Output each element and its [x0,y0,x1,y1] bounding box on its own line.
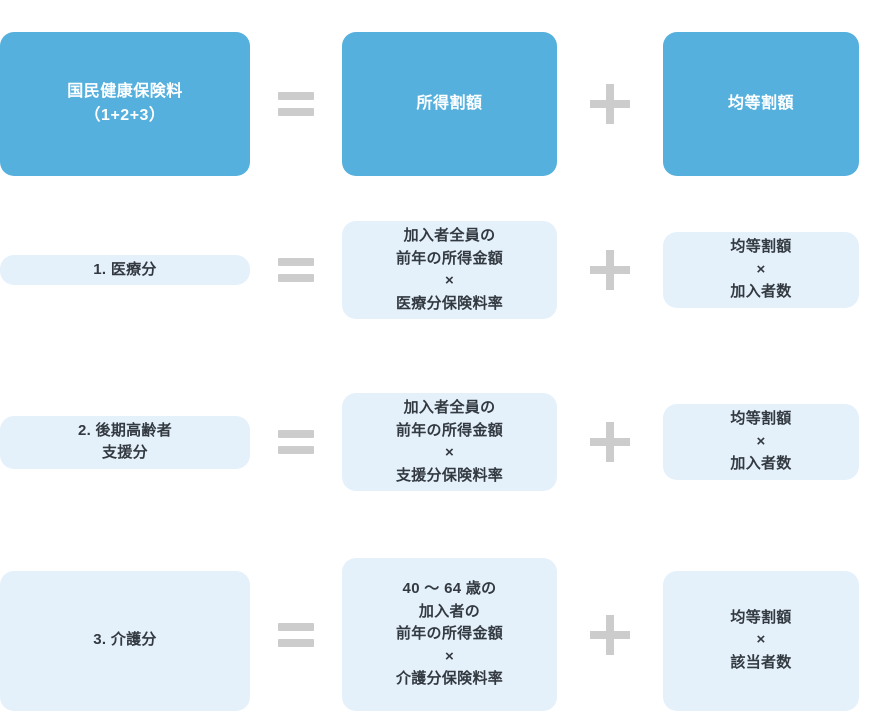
subject-label-elderly: 2. 後期高齢者 支援分 [77,421,173,462]
formula-term2-cell-elderly: 均等割額 × 加入者数 [663,404,859,480]
subject-label-medical: 1. 医療分 [93,260,157,278]
formula-term1-cell-medical: 加入者全員の 前年の所得金額 × 医療分保険料率 [342,221,557,319]
plus-icon [590,422,630,462]
term1-box-care: 40 ～ 64 歳の 加入者の 前年の所得金額 × 介護分保険料率 [342,558,557,711]
equals-operator-care [250,622,342,647]
clipped-page-heading [0,0,869,1]
formula-term1-cell-care: 40 ～ 64 歳の 加入者の 前年の所得金額 × 介護分保険料率 [342,558,557,711]
subject-label-care: 3. 介護分 [93,631,157,649]
plus-operator-total [557,84,663,124]
formula-row-medical: 1. 医療分 加入者全員の 前年の所得金額 × 医療分保険料率 均等割額 × 加… [0,200,869,340]
subject-box-care: 3. 介護分 [0,570,250,711]
equals-icon [278,92,314,116]
formula-subject-cell-elderly: 2. 後期高齢者 支援分 [0,415,250,469]
plus-icon [590,614,630,655]
equals-operator-total [250,92,342,116]
formula-row-total: 国民健康保険料 （1+2+3） 所得割額 均等割額 [0,32,869,176]
term1-box-medical: 加入者全員の 前年の所得金額 × 医療分保険料率 [342,221,557,319]
term1-label-medical: 加入者全員の 前年の所得金額 × 医療分保険料率 [395,227,504,312]
term2-box-elderly: 均等割額 × 加入者数 [663,404,859,480]
subject-box-elderly: 2. 後期高齢者 支援分 [0,415,250,469]
term2-label-elderly: 均等割額 × 加入者数 [730,410,792,473]
equals-operator-medical [250,258,342,282]
equals-operator-elderly [250,430,342,454]
formula-subject-cell-total: 国民健康保険料 （1+2+3） [0,32,250,176]
term2-label-medical: 均等割額 × 加入者数 [730,238,792,301]
term1-box-elderly: 加入者全員の 前年の所得金額 × 支援分保険料率 [342,393,557,491]
plus-icon [590,84,630,124]
formula-subject-cell-medical: 1. 医療分 [0,254,250,286]
term1-label-care: 40 ～ 64 歳の 加入者の 前年の所得金額 × 介護分保険料率 [395,580,504,688]
term2-label-total: 均等割額 [727,95,794,112]
term2-box-medical: 均等割額 × 加入者数 [663,232,859,308]
formula-subject-cell-care: 3. 介護分 [0,559,250,711]
plus-operator-elderly [557,422,663,462]
equals-icon [278,622,314,647]
term2-box-total: 均等割額 [663,32,859,176]
term2-box-care: 均等割額 × 該当者数 [663,570,859,711]
subject-box-medical: 1. 医療分 [0,254,250,286]
formula-term2-cell-care: 均等割額 × 該当者数 [663,559,859,711]
plus-operator-medical [557,250,663,290]
term2-label-care: 均等割額 × 該当者数 [730,608,792,671]
equals-icon [278,258,314,282]
term1-label-elderly: 加入者全員の 前年の所得金額 × 支援分保険料率 [395,399,504,484]
subject-label-total: 国民健康保険料 （1+2+3） [67,83,183,124]
formula-term2-cell-medical: 均等割額 × 加入者数 [663,232,859,308]
formula-term1-cell-total: 所得割額 [342,32,557,176]
equals-icon [278,430,314,454]
formula-term2-cell-total: 均等割額 [663,32,859,176]
formula-row-care: 3. 介護分 40 ～ 64 歳の 加入者の 前年の所得金額 × 介護分保険料率… [0,552,869,717]
plus-operator-care [557,614,663,655]
formula-term1-cell-elderly: 加入者全員の 前年の所得金額 × 支援分保険料率 [342,393,557,491]
term1-label-total: 所得割額 [416,95,483,112]
subject-box-total: 国民健康保険料 （1+2+3） [0,32,250,176]
term1-box-total: 所得割額 [342,32,557,176]
formula-row-elderly-support: 2. 後期高齢者 支援分 加入者全員の 前年の所得金額 × 支援分保険料率 均等… [0,372,869,512]
plus-icon [590,250,630,290]
